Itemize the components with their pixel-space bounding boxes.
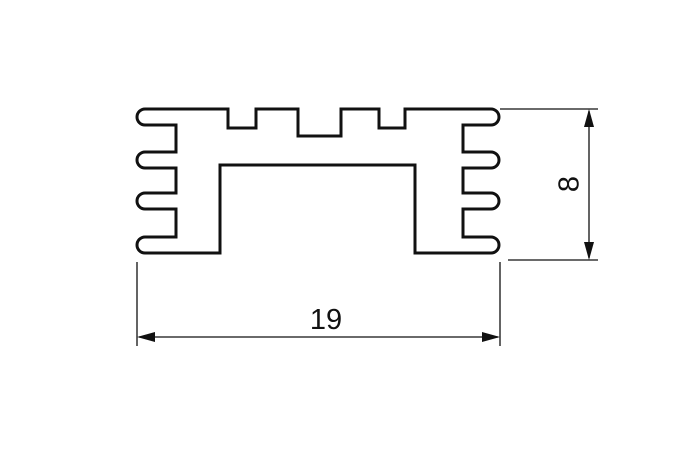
width-dimension-label: 19 [310,304,342,336]
heatsink-profile-outline [135,107,501,255]
height-dimension: 8 [500,108,598,261]
width-arrow-left [137,332,155,342]
width-dimension: 19 [136,262,501,346]
height-dimension-label: 8 [554,176,586,192]
height-arrow-bottom [584,242,594,260]
height-arrow-top [584,109,594,127]
width-arrow-right [482,332,500,342]
